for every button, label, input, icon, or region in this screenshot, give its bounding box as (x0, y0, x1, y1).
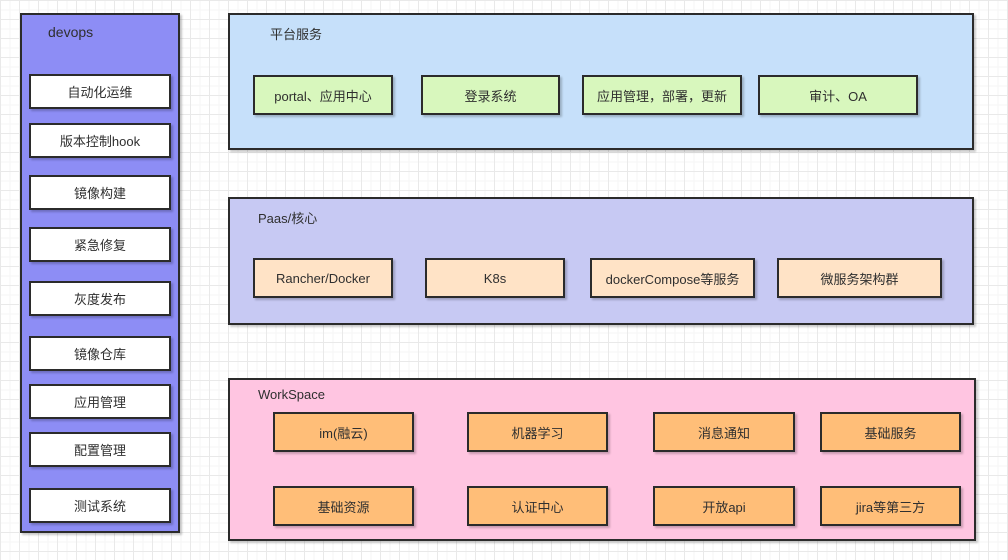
group-platform-services[interactable]: 平台服务 portal、应用中心 登录系统 应用管理，部署，更新 审计、OA (228, 13, 974, 150)
node-config-mgmt[interactable]: 配置管理 (29, 432, 171, 467)
node-label: 微服务架构群 (820, 271, 899, 287)
node-label: 审计、OA (809, 88, 867, 104)
node-label: 镜像构建 (73, 186, 126, 201)
node-audit-oa[interactable]: 审计、OA (758, 75, 918, 115)
node-auth-center[interactable]: 认证中心 (467, 486, 608, 526)
node-machine-learning[interactable]: 机器学习 (467, 412, 608, 452)
node-docker-compose[interactable]: dockerCompose等服务 (590, 258, 755, 298)
node-label: 紧急修复 (73, 238, 126, 253)
node-label: 自动化运维 (67, 85, 133, 100)
node-portal-app-center[interactable]: portal、应用中心 (253, 75, 393, 115)
node-rancher-docker[interactable]: Rancher/Docker (253, 258, 393, 298)
node-label: 测试系统 (73, 499, 126, 514)
node-label: 版本控制hook (59, 134, 141, 149)
node-label: 基础服务 (864, 425, 917, 441)
group-workspace-title: WorkSpace (258, 387, 325, 402)
node-label: K8s (483, 270, 507, 286)
group-paas-core[interactable]: Paas/核心 Rancher/Docker K8s dockerCompose… (228, 197, 974, 325)
node-k8s[interactable]: K8s (425, 258, 565, 298)
node-notifications[interactable]: 消息通知 (653, 412, 795, 452)
node-label: portal、应用中心 (274, 88, 372, 104)
node-label: dockerCompose等服务 (605, 271, 740, 287)
node-label: jira等第三方 (855, 499, 926, 515)
group-paas-title: Paas/核心 (258, 211, 318, 226)
node-label: 认证中心 (511, 499, 564, 515)
group-platform-title: 平台服务 (270, 27, 323, 42)
node-im-rongcloud[interactable]: im(融云) (273, 412, 414, 452)
node-auto-ops[interactable]: 自动化运维 (29, 74, 171, 109)
node-label: 机器学习 (511, 425, 564, 441)
node-jira-thirdparty[interactable]: jira等第三方 (820, 486, 961, 526)
node-image-build[interactable]: 镜像构建 (29, 175, 171, 210)
node-label: 开放api (702, 499, 746, 515)
node-microservices[interactable]: 微服务架构群 (777, 258, 942, 298)
node-app-deploy-update[interactable]: 应用管理，部署，更新 (582, 75, 742, 115)
node-login-system[interactable]: 登录系统 (421, 75, 560, 115)
node-label: 应用管理 (73, 395, 126, 410)
node-label: im(融云) (319, 425, 368, 441)
node-hotfix[interactable]: 紧急修复 (29, 227, 171, 262)
node-label: 灰度发布 (73, 292, 126, 307)
group-devops-title: devops (48, 24, 94, 40)
node-basic-resources[interactable]: 基础资源 (273, 486, 414, 526)
node-image-registry[interactable]: 镜像仓库 (29, 336, 171, 371)
node-vcs-hook[interactable]: 版本控制hook (29, 123, 171, 158)
group-workspace[interactable]: WorkSpace im(融云) 机器学习 消息通知 基础服务 基础资源 认证中… (228, 378, 976, 541)
node-basic-services[interactable]: 基础服务 (820, 412, 961, 452)
node-label: 镜像仓库 (73, 347, 126, 362)
node-label: 登录系统 (464, 88, 517, 104)
node-gray-release[interactable]: 灰度发布 (29, 281, 171, 316)
group-devops[interactable]: devops 自动化运维 版本控制hook 镜像构建 紧急修复 灰度发布 镜像仓… (20, 13, 180, 533)
node-label: 基础资源 (317, 499, 370, 515)
node-label: Rancher/Docker (276, 270, 370, 286)
node-label: 消息通知 (697, 425, 750, 441)
node-label: 应用管理，部署，更新 (596, 88, 727, 104)
node-label: 配置管理 (73, 443, 126, 458)
node-open-api[interactable]: 开放api (653, 486, 795, 526)
node-app-mgmt[interactable]: 应用管理 (29, 384, 171, 419)
node-test-system[interactable]: 测试系统 (29, 488, 171, 523)
